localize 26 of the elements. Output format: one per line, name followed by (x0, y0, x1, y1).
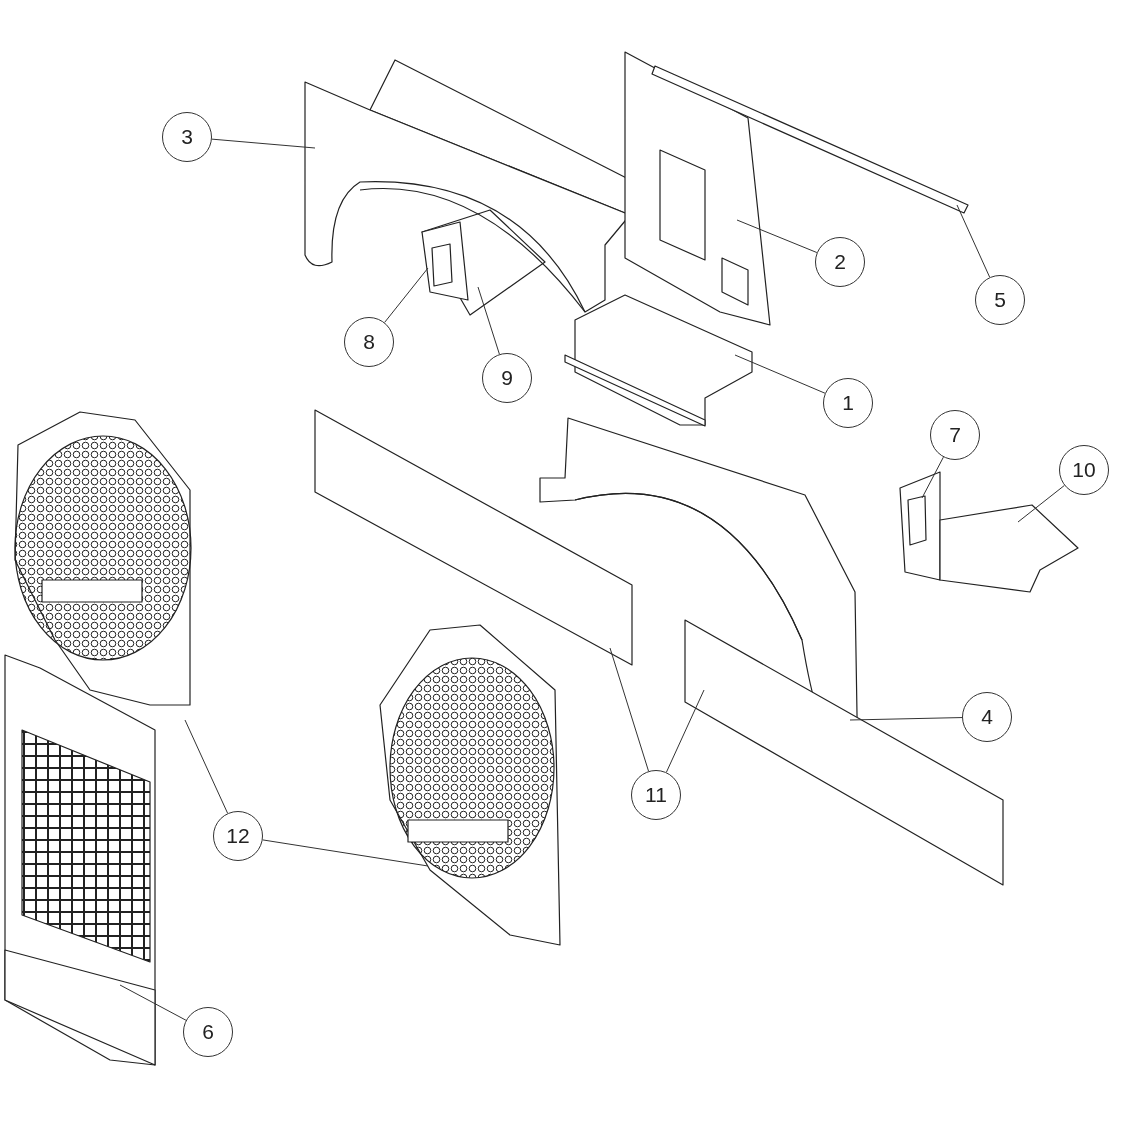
leader-line (1017, 484, 1065, 523)
callout-number: 10 (1059, 445, 1109, 495)
leader-line (262, 839, 429, 867)
leader-line (477, 286, 500, 355)
callout-number: 1 (823, 378, 873, 428)
callout-number: 9 (482, 353, 532, 403)
callout-number: 5 (975, 275, 1025, 325)
leader-line (119, 984, 187, 1021)
callout-number: 6 (183, 1007, 233, 1057)
leader-line (184, 719, 229, 814)
callout-number: 11 (631, 770, 681, 820)
leader-line (736, 219, 818, 254)
leader-line (956, 204, 991, 278)
callout-number: 4 (962, 692, 1012, 742)
callout-number: 12 (213, 811, 263, 861)
leader-line (211, 138, 316, 149)
leader-line (609, 647, 650, 772)
leader-line (384, 267, 429, 323)
leader-line (665, 689, 705, 773)
callout-number: 2 (815, 237, 865, 287)
leader-line (849, 717, 963, 721)
leader-line (734, 354, 826, 394)
callout-number: 3 (162, 112, 212, 162)
callout-number: 8 (344, 317, 394, 367)
callout-number: 7 (930, 410, 980, 460)
leader-line (921, 456, 944, 499)
